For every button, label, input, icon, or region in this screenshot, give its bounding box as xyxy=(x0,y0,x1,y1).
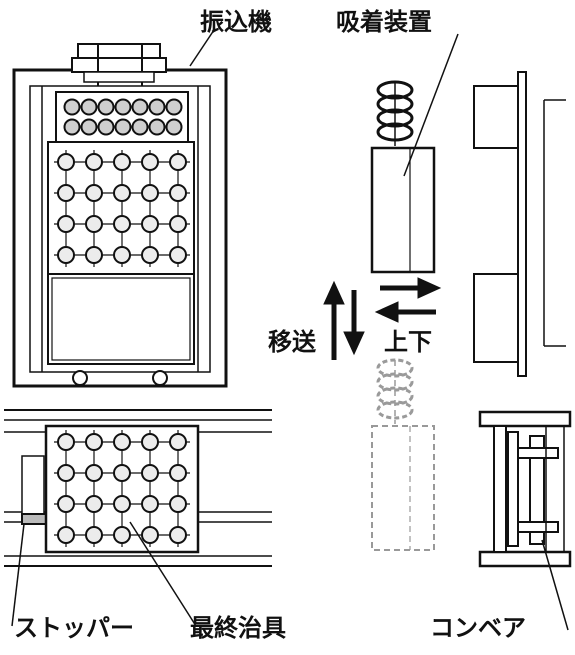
jig-hole xyxy=(113,246,131,264)
bulb xyxy=(131,118,149,136)
jig-hole xyxy=(113,433,131,451)
jig-hole xyxy=(85,433,103,451)
jig-hole xyxy=(57,215,75,233)
suction-device xyxy=(370,80,436,274)
bulb xyxy=(165,118,183,136)
inserting-machine xyxy=(12,43,228,388)
jig-hole xyxy=(169,433,187,451)
up-down-label: 上下 xyxy=(384,328,432,356)
jig-hole xyxy=(57,246,75,264)
bulb xyxy=(114,118,132,136)
jig-hole xyxy=(141,495,159,513)
jig-hole xyxy=(57,153,75,171)
transfer-arrow xyxy=(323,280,365,360)
inserter-label: 振込機 xyxy=(200,8,272,36)
jig-hole xyxy=(169,495,187,513)
jig-hole xyxy=(85,215,103,233)
bulb-array xyxy=(63,98,183,136)
jig-hole xyxy=(113,464,131,482)
jig-hole xyxy=(141,153,159,171)
jig-hole xyxy=(169,526,187,544)
jig-hole xyxy=(85,153,103,171)
jig-hole xyxy=(113,215,131,233)
jig-hole xyxy=(57,526,75,544)
suction-spring xyxy=(376,80,414,146)
bulb xyxy=(80,118,98,136)
jig-hole xyxy=(85,526,103,544)
jig-hole xyxy=(85,495,103,513)
wheel-left xyxy=(72,370,88,386)
conveyor-label: コンベア xyxy=(430,614,526,642)
jig-hole xyxy=(169,246,187,264)
suction-device-lowered xyxy=(371,358,435,551)
jig-grid-top xyxy=(54,150,190,267)
jig-hole xyxy=(141,526,159,544)
bulb xyxy=(131,98,149,116)
jig-hole xyxy=(141,215,159,233)
jig-hole xyxy=(57,433,75,451)
jig-hole xyxy=(169,464,187,482)
jig-hole xyxy=(169,153,187,171)
up-down-arrow xyxy=(374,277,442,323)
bulb xyxy=(114,98,132,116)
final-jig xyxy=(44,424,200,554)
bulb xyxy=(165,98,183,116)
jig-hole xyxy=(141,246,159,264)
jig-hole xyxy=(57,495,75,513)
jig-hole xyxy=(113,153,131,171)
jig-hole xyxy=(141,184,159,202)
bulb xyxy=(80,98,98,116)
side-view-upper xyxy=(473,71,566,377)
jig-hole xyxy=(169,215,187,233)
jig-hole xyxy=(169,184,187,202)
conveyor-section xyxy=(478,410,572,568)
jig-hole xyxy=(57,184,75,202)
bulb xyxy=(97,98,115,116)
suction-device-label: 吸着装置 xyxy=(336,8,432,36)
final-jig-leader xyxy=(129,521,197,627)
bulb xyxy=(97,118,115,136)
bulb xyxy=(63,98,81,116)
transfer-label: 移送 xyxy=(268,328,317,356)
bulb xyxy=(148,98,166,116)
jig-hole xyxy=(113,184,131,202)
jig-hole xyxy=(113,495,131,513)
jig-hole xyxy=(85,184,103,202)
bulb xyxy=(148,118,166,136)
stopper xyxy=(21,455,47,525)
suction-leader xyxy=(403,33,459,177)
final-jig-label: 最終治具 xyxy=(190,614,286,642)
jig-hole xyxy=(113,526,131,544)
jig-hole xyxy=(85,246,103,264)
conveyor-leader xyxy=(541,539,569,631)
jig-hole xyxy=(141,433,159,451)
jig-hole xyxy=(141,464,159,482)
top-handle xyxy=(71,43,167,86)
stopper-leader xyxy=(11,523,25,627)
wheel-right xyxy=(152,370,168,386)
inserter-leader xyxy=(189,29,215,67)
stopper-label: ストッパー xyxy=(14,614,134,642)
jig-hole xyxy=(57,464,75,482)
jig-hole xyxy=(85,464,103,482)
suction-spring-lowered xyxy=(376,358,414,424)
bulb xyxy=(63,118,81,136)
jig-grid-bottom xyxy=(54,430,190,547)
